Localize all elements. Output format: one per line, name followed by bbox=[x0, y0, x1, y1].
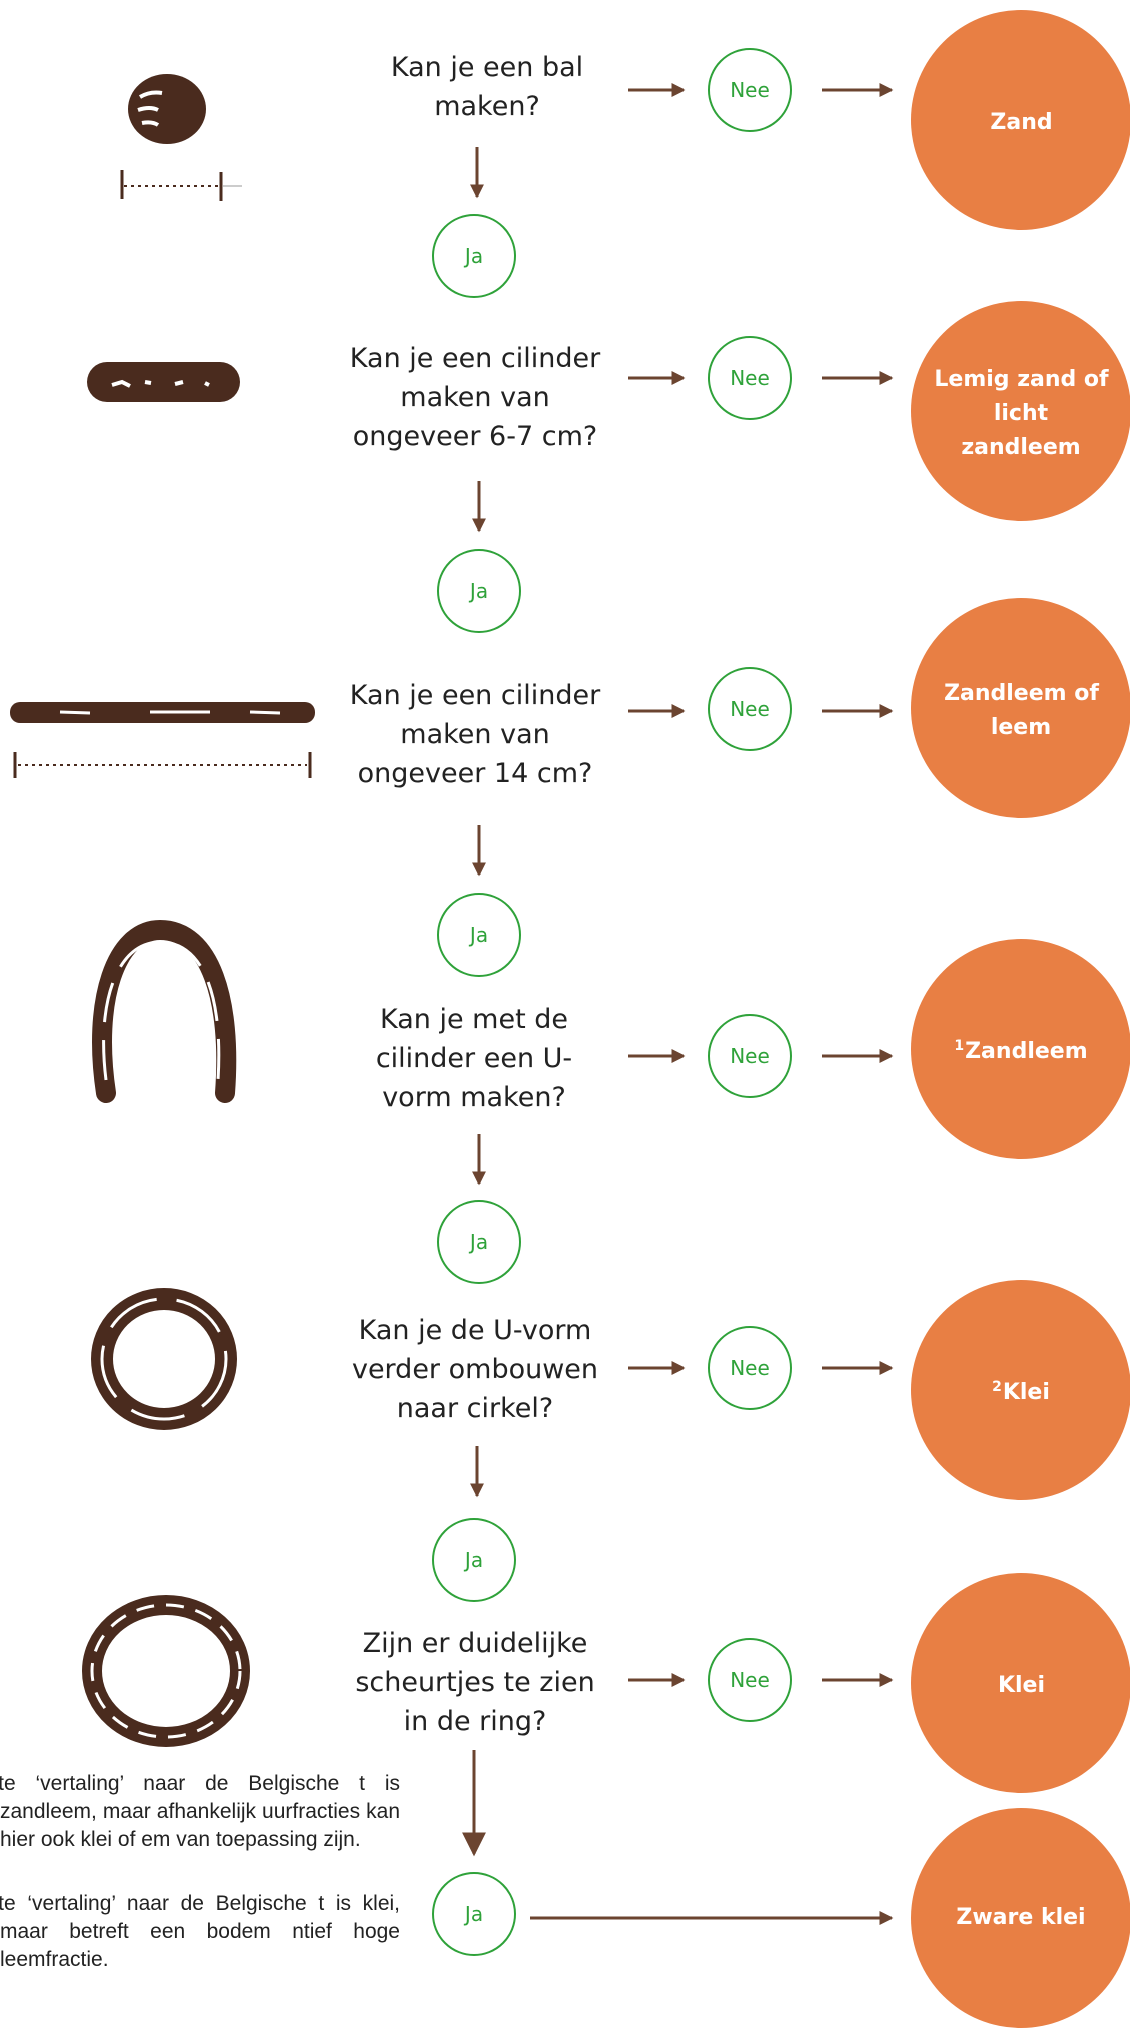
outcome-circle-final: Zware klei bbox=[911, 1808, 1130, 2028]
no-answer: Nee bbox=[708, 48, 792, 132]
outcome-label: Zandleem of leem bbox=[944, 681, 1099, 740]
long-cylinder-icon bbox=[10, 702, 315, 778]
yes-answer: Ja bbox=[437, 549, 521, 633]
no-answer: Nee bbox=[708, 1014, 792, 1098]
outcome-label: Klei bbox=[997, 1673, 1046, 1698]
yes-answer: Ja bbox=[432, 1872, 516, 1956]
ring-icon bbox=[91, 1288, 237, 1430]
yes-answer: Ja bbox=[437, 893, 521, 977]
footnote-1: ecte ‘vertaling’ naar de Belgische t is … bbox=[0, 1772, 400, 1851]
question-cracks: Zijn er duidelijke scheurtjes te zien in… bbox=[355, 1628, 595, 1737]
question-u-shape: Kan je met de cilinder een U-vorm maken? bbox=[375, 1004, 573, 1113]
outcome-circle: Zandleem of leem bbox=[911, 598, 1130, 818]
outcome-footnote-ref: 2 bbox=[992, 1379, 1002, 1395]
outcome-label: Zand bbox=[990, 110, 1053, 135]
yes-answer: Ja bbox=[432, 1518, 516, 1602]
outcome-circle: 2Klei bbox=[911, 1280, 1130, 1500]
no-answer: Nee bbox=[708, 336, 792, 420]
outcome-label: Klei bbox=[1002, 1380, 1050, 1405]
no-arrows bbox=[628, 83, 894, 1687]
cracked-ring-icon bbox=[82, 1595, 250, 1747]
short-cylinder-icon bbox=[87, 362, 240, 402]
outcome-label: Zandleem bbox=[965, 1039, 1088, 1064]
no-answer: Nee bbox=[708, 1638, 792, 1722]
outcome-label: Zware klei bbox=[956, 1905, 1086, 1930]
question-long-cylinder: Kan je een cilinder maken van ongeveer 1… bbox=[349, 680, 601, 789]
outcome-label: Lemig zand of licht zandleem bbox=[934, 367, 1109, 460]
u-shape-icon bbox=[92, 919, 237, 1103]
yes-answer: Ja bbox=[437, 1200, 521, 1284]
question-ring: Kan je de U-vorm verder ombouwen naar ci… bbox=[351, 1315, 599, 1424]
no-answer: Nee bbox=[708, 667, 792, 751]
footnote-2: ecte ‘vertaling’ naar de Belgische t is … bbox=[0, 1892, 400, 1971]
yes-answer: Ja bbox=[432, 214, 516, 298]
question-ball: Kan je een bal maken? bbox=[390, 52, 584, 122]
outcome-circle: Zand bbox=[911, 10, 1130, 230]
outcome-circle: Lemig zand of licht zandleem bbox=[911, 301, 1130, 521]
outcome-circle: Klei bbox=[911, 1573, 1130, 1793]
outcome-circle: 1Zandleem bbox=[911, 939, 1130, 1159]
ball-icon bbox=[120, 74, 242, 201]
outcome-footnote-ref: 1 bbox=[954, 1038, 965, 1054]
question-short-cylinder: Kan je een cilinder maken van ongeveer 6… bbox=[349, 343, 601, 452]
no-answer: Nee bbox=[708, 1326, 792, 1410]
